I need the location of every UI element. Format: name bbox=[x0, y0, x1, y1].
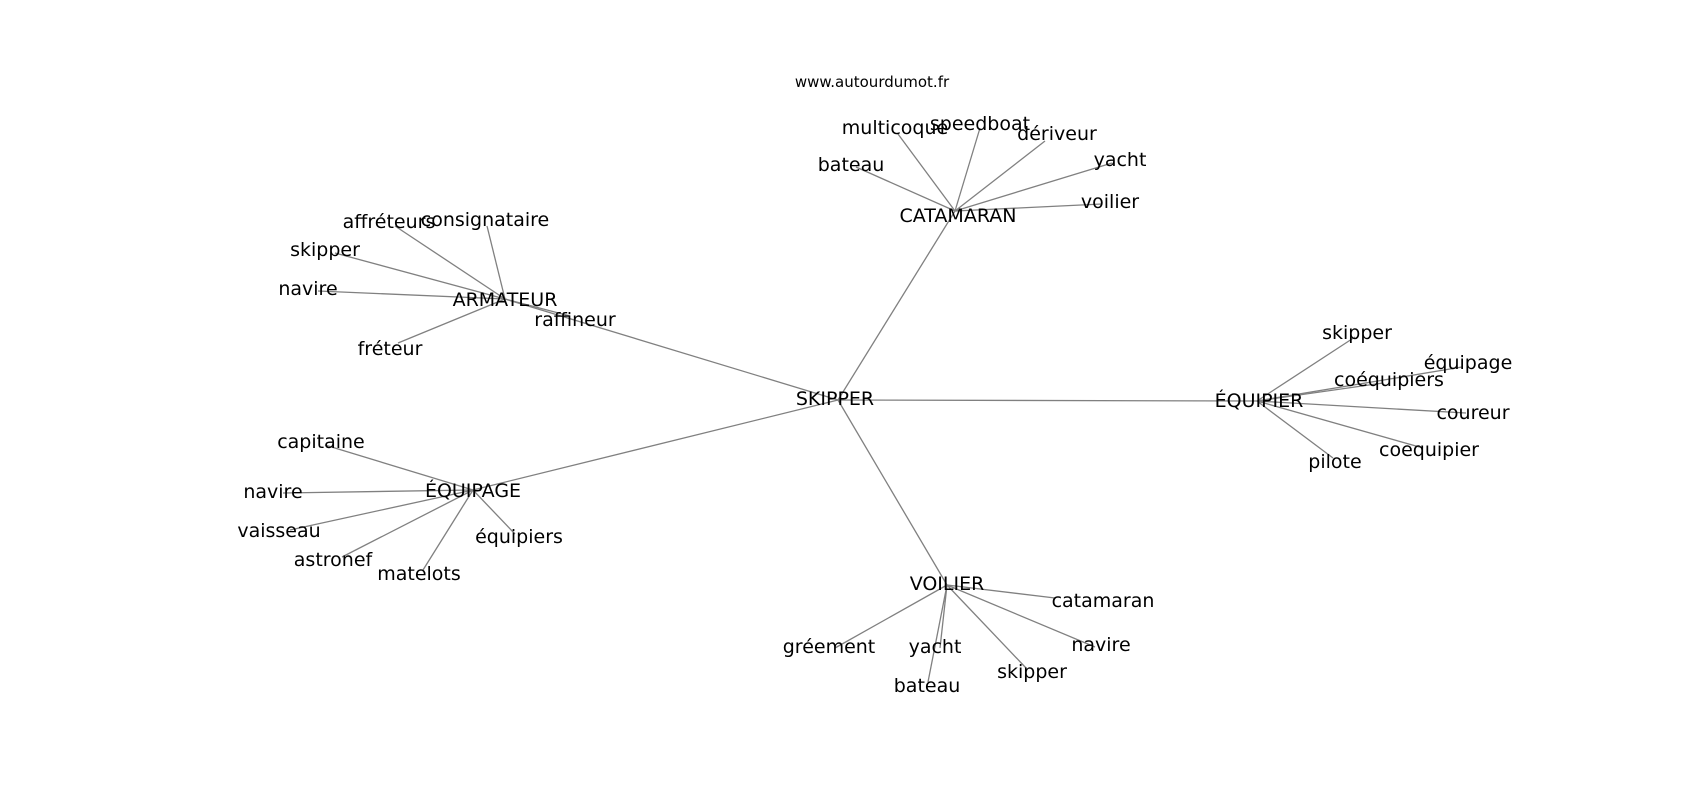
leaf-node-label-equipage-equipiers: équipiers bbox=[475, 526, 563, 548]
edge-catamaran-catamaran-yacht bbox=[954, 162, 1113, 212]
edge-equipage-equipage-astronef bbox=[341, 489, 474, 558]
edge-equipage-equipage-matelots bbox=[422, 489, 474, 571]
center-node-label: SKIPPER bbox=[796, 388, 874, 410]
edge-catamaran-catamaran-multicoque bbox=[897, 133, 956, 212]
leaf-node-label-voilier-catamaran: catamaran bbox=[1052, 590, 1155, 612]
graph-edges bbox=[282, 127, 1467, 683]
leaf-node-label-armateur-freteur: fréteur bbox=[358, 338, 423, 360]
leaf-node-label-armateur-raffineur: raffineur bbox=[534, 309, 616, 331]
group-node-label-voilier: VOILIER bbox=[910, 573, 985, 595]
leaf-node-label-armateur-skipper: skipper bbox=[290, 239, 360, 261]
edge-equipier-equipier-equipage bbox=[1256, 366, 1463, 402]
leaf-node-label-voilier-yacht: yacht bbox=[909, 636, 962, 658]
group-node-label-equipage: ÉQUIPAGE bbox=[425, 479, 521, 502]
leaf-node-label-armateur-affreteurs: affréteurs bbox=[343, 211, 436, 233]
edge-catamaran-catamaran-deriveur bbox=[954, 140, 1046, 212]
edge-equipier-equipier-coureur bbox=[1256, 400, 1467, 414]
leaf-node-label-catamaran-voilier: voilier bbox=[1081, 191, 1139, 213]
leaf-node-label-equipier-coequipier: coequipier bbox=[1379, 439, 1479, 461]
edge-voilier-voilier-gréement bbox=[834, 584, 948, 649]
leaf-node-label-equipage-navire: navire bbox=[243, 481, 302, 503]
leaf-node-label-catamaran-yacht: yacht bbox=[1094, 149, 1147, 171]
edge-equipier-equipier-coequipier bbox=[1256, 400, 1424, 449]
edge-voilier-voilier-navire bbox=[946, 584, 1096, 648]
edge-skipper-equipier bbox=[837, 399, 1258, 402]
edge-equipier-equipier-coequipiers bbox=[1256, 382, 1384, 402]
edge-equipage-equipage-navire bbox=[282, 489, 474, 494]
leaf-node-label-armateur-consignataire: consignataire bbox=[421, 209, 550, 231]
graph-labels: www.autourdumot.fr SKIPPER CATAMARAN batea… bbox=[237, 73, 1512, 697]
edge-armateur-armateur-raffineur bbox=[504, 298, 571, 317]
edge-equipage-equipage-equipiers bbox=[472, 489, 516, 535]
edge-equipier-equipier-pilote bbox=[1256, 400, 1334, 459]
leaf-node-label-catamaran-multicoque: multicoque bbox=[842, 117, 948, 139]
leaf-node-label-equipier-equipage: équipage bbox=[1424, 352, 1513, 374]
edge-armateur-armateur-consignataire bbox=[486, 225, 506, 300]
source-url: www.autourdumot.fr bbox=[795, 73, 950, 91]
edge-armateur-armateur-skipper bbox=[334, 252, 506, 300]
group-node-label-equipier: ÉQUIPIER bbox=[1215, 389, 1304, 412]
leaf-node-label-catamaran-bateau: bateau bbox=[818, 154, 885, 176]
leaf-node-label-voilier-navire: navire bbox=[1071, 634, 1130, 656]
leaf-node-label-equipage-vaisseau: vaisseau bbox=[237, 520, 320, 542]
leaf-node-label-armateur-navire: navire bbox=[278, 278, 337, 300]
edge-catamaran-catamaran-voilier bbox=[954, 203, 1103, 212]
edge-catamaran-catamaran-bateau bbox=[855, 166, 956, 212]
edge-equipier-equipier-skipper bbox=[1256, 336, 1356, 402]
edge-skipper-equipage bbox=[472, 399, 839, 491]
leaf-node-label-equipage-matelots: matelots bbox=[377, 563, 461, 585]
leaf-node-label-voilier-gréement: gréement bbox=[783, 636, 876, 658]
leaf-node-label-equipier-coureur: coureur bbox=[1436, 402, 1509, 424]
edge-skipper-voilier bbox=[837, 399, 948, 586]
edge-skipper-armateur bbox=[504, 298, 839, 401]
leaf-node-label-voilier-skipper: skipper bbox=[997, 661, 1067, 683]
leaf-node-label-equipier-pilote: pilote bbox=[1308, 451, 1361, 473]
leaf-node-label-catamaran-deriveur: dériveur bbox=[1017, 123, 1097, 145]
edge-equipage-equipage-capitaine bbox=[324, 444, 474, 491]
leaf-node-label-equipier-coequipiers: coéquipiers bbox=[1334, 369, 1444, 391]
edge-voilier-voilier-yacht bbox=[939, 584, 948, 649]
edge-equipage-equipage-vaisseau bbox=[289, 489, 474, 531]
group-node-label-catamaran: CATAMARAN bbox=[900, 205, 1017, 227]
edge-catamaran-catamaran-speedboat bbox=[954, 127, 981, 212]
edge-voilier-voilier-skipper bbox=[946, 584, 1027, 669]
edge-voilier-voilier-catamaran bbox=[946, 584, 1056, 599]
leaf-node-label-equipage-astronef: astronef bbox=[294, 549, 374, 571]
group-node-label-armateur: ARMATEUR bbox=[453, 289, 558, 311]
edge-armateur-armateur-navire bbox=[317, 290, 506, 300]
leaf-node-label-equipage-capitaine: capitaine bbox=[277, 431, 365, 453]
edge-armateur-armateur-freteur bbox=[397, 298, 506, 344]
edge-armateur-armateur-affreteurs bbox=[394, 225, 506, 300]
edge-voilier-voilier-bateau bbox=[927, 584, 948, 683]
leaf-node-label-voilier-bateau: bateau bbox=[894, 675, 961, 697]
leaf-node-label-catamaran-speedboat: speedboat bbox=[930, 113, 1030, 135]
edge-skipper-catamaran bbox=[837, 210, 956, 401]
leaf-node-label-equipier-skipper: skipper bbox=[1322, 322, 1392, 344]
